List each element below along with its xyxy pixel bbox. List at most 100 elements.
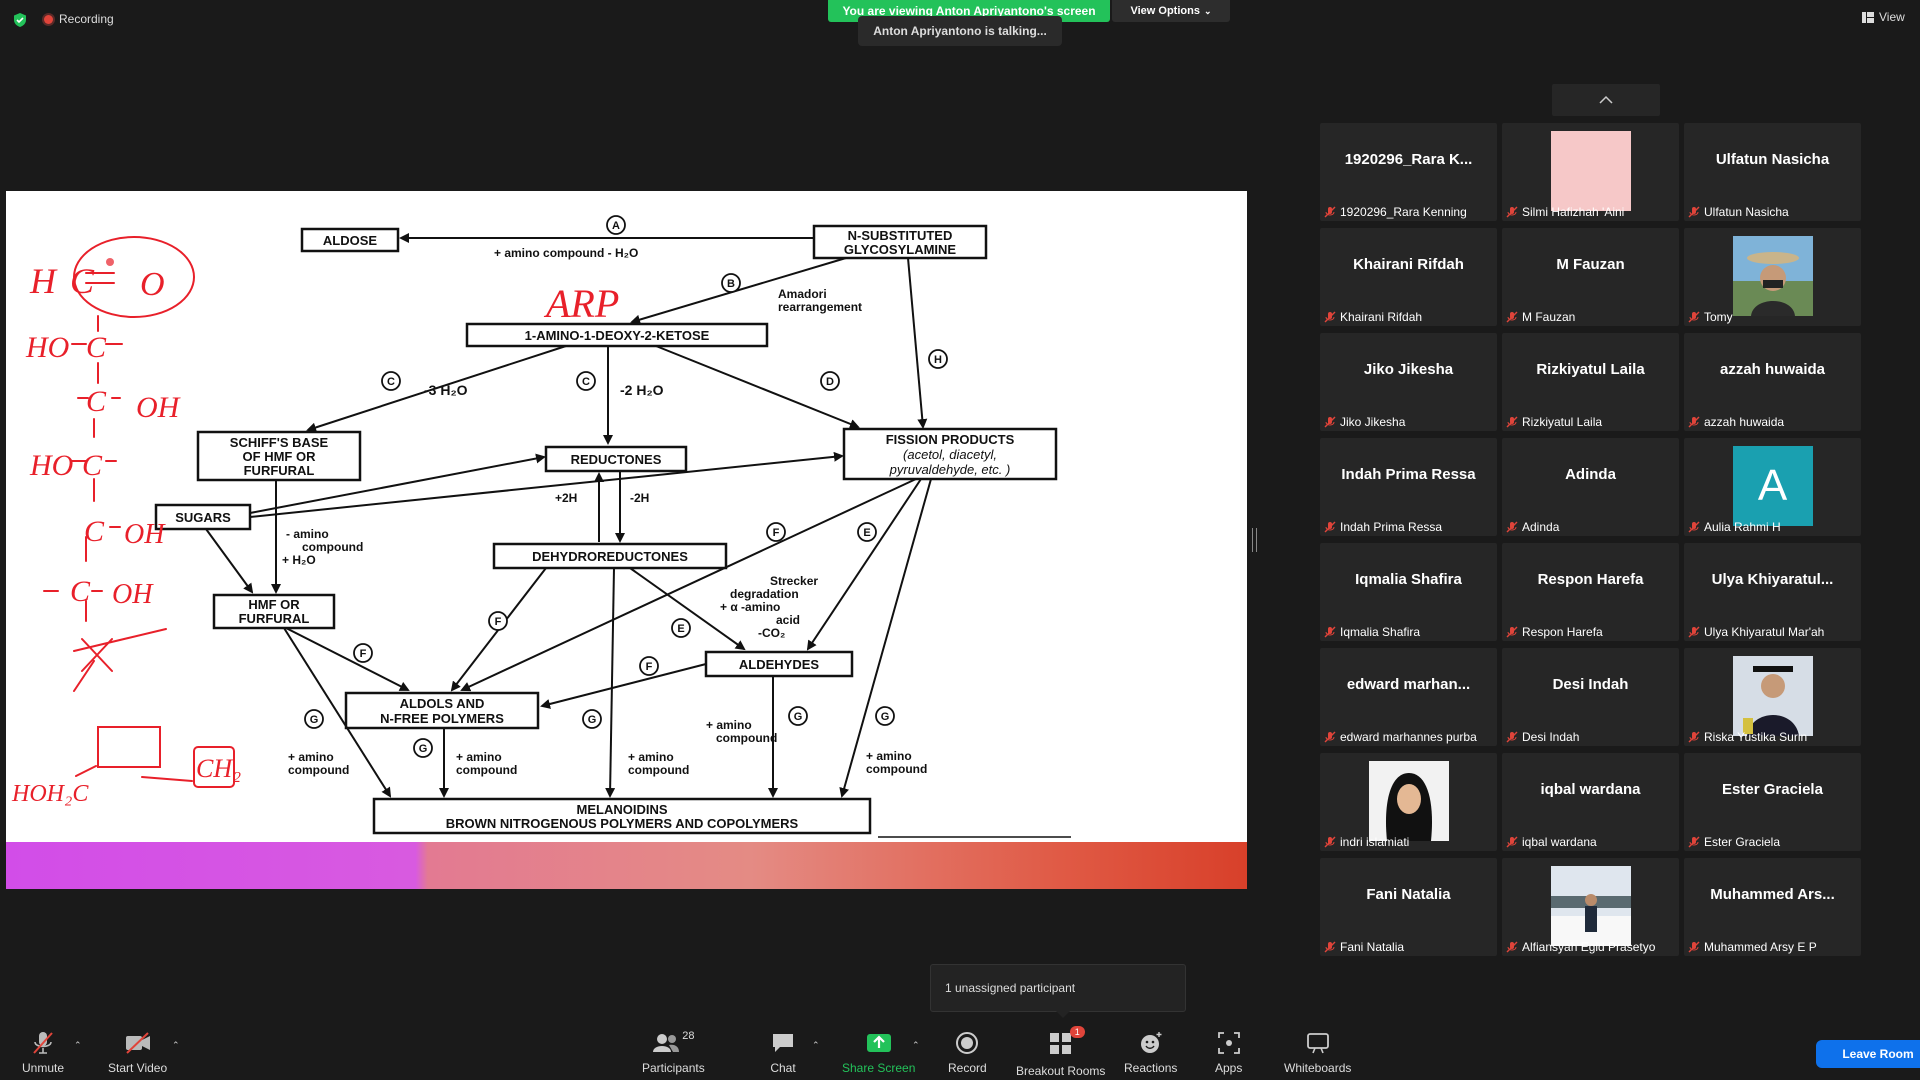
audio-options-caret-icon[interactable]: ⌃ — [74, 1040, 82, 1050]
participant-tile[interactable]: Ulya Khiyaratul...Ulya Khiyaratul Mar'ah — [1684, 543, 1861, 641]
whiteboard-icon — [1306, 1033, 1329, 1054]
participant-display-name: M Fauzan — [1556, 256, 1625, 273]
recording-indicator[interactable]: Recording — [44, 12, 114, 26]
participant-name-label: Ulya Khiyaratul Mar'ah — [1688, 625, 1824, 639]
record-button[interactable]: Record — [948, 1030, 987, 1075]
handwritten-annotations — [43, 236, 235, 788]
microphone-muted-icon — [1688, 416, 1700, 428]
arrow — [249, 451, 844, 518]
leave-room-button[interactable]: Leave Room — [1816, 1040, 1920, 1068]
edge-label: -CO₂ — [758, 626, 785, 640]
participant-display-name: Indah Prima Ressa — [1341, 466, 1476, 483]
chat-options-caret-icon[interactable]: ⌃ — [812, 1040, 820, 1050]
arrow — [540, 663, 707, 709]
security-shield-icon[interactable] — [12, 12, 28, 28]
gallery-scroll-up-button[interactable] — [1552, 84, 1660, 116]
participant-name: iqbal wardana — [1522, 835, 1597, 849]
node-schiffs-base-3: FURFURAL — [244, 463, 315, 478]
participant-tile[interactable]: 1920296_Rara K...1920296_Rara Kenning — [1320, 123, 1497, 221]
participant-display-name: Fani Natalia — [1366, 886, 1451, 903]
participant-tile[interactable]: Muhammed Ars...Muhammed Arsy E P — [1684, 858, 1861, 956]
microphone-muted-icon — [1324, 836, 1336, 848]
participant-name: edward marhannes purba — [1340, 730, 1477, 744]
video-options-caret-icon[interactable]: ⌃ — [172, 1040, 180, 1050]
label-c: C — [387, 376, 395, 388]
participant-name: Indah Prima Ressa — [1340, 520, 1443, 534]
arrow — [629, 567, 746, 651]
record-icon — [956, 1032, 979, 1054]
view-options-button[interactable]: View Options ⌄ — [1112, 0, 1230, 22]
participant-avatar: A — [1732, 446, 1813, 526]
chat-label: Chat — [770, 1061, 796, 1075]
label-a: A — [612, 220, 620, 232]
participant-tile[interactable]: Riska Yustika Surin — [1684, 648, 1861, 746]
participant-tile[interactable]: edward marhan...edward marhannes purba — [1320, 648, 1497, 746]
participant-tile[interactable]: Alfiansyah Egid Prasetyo — [1502, 858, 1679, 956]
node-fission-products-3: pyruvaldehyde, etc. ) — [889, 462, 1011, 477]
apps-icon — [1217, 1032, 1240, 1054]
chevron-up-icon — [1599, 95, 1613, 104]
participant-tile[interactable]: Silmi Hafizhah 'Aini — [1502, 123, 1679, 221]
edge-label: -2 H₂O — [620, 382, 664, 398]
node-n-substituted: N-SUBSTITUTED — [848, 228, 953, 243]
edge-label: -3 H₂O — [424, 382, 468, 398]
start-video-button[interactable]: Start Video — [108, 1030, 167, 1075]
participant-name-label: Alfiansyah Egid Prasetyo — [1506, 940, 1655, 954]
node-box — [196, 430, 362, 482]
label-f: F — [360, 648, 367, 660]
arrow — [605, 567, 616, 798]
participant-name-label: Muhammed Arsy E P — [1688, 940, 1817, 954]
handwritten-c: C — [86, 385, 107, 418]
arrow — [249, 453, 546, 514]
participant-tile[interactable]: Tomy — [1684, 228, 1861, 326]
microphone-muted-icon — [1506, 626, 1518, 638]
unassigned-participant-tooltip[interactable]: 1 unassigned participant — [930, 964, 1186, 1018]
share-options-caret-icon[interactable]: ⌃ — [912, 1040, 920, 1050]
handwritten-ho: HO — [25, 331, 69, 364]
microphone-muted-icon — [1688, 521, 1700, 533]
label-d: D — [826, 376, 834, 388]
resize-handle[interactable] — [1252, 528, 1257, 552]
record-label: Record — [948, 1061, 987, 1075]
unmute-button[interactable]: Unmute — [22, 1030, 64, 1075]
share-screen-button[interactable]: Share Screen — [842, 1030, 915, 1075]
breakout-rooms-button[interactable]: 1 Breakout Rooms — [1016, 1026, 1105, 1078]
participants-icon — [653, 1034, 680, 1052]
apps-button[interactable]: Apps — [1215, 1030, 1242, 1075]
node-amino-ketose: 1-AMINO-1-DEOXY-2-KETOSE — [525, 328, 710, 343]
participant-tile[interactable]: indri islamiati — [1320, 753, 1497, 851]
handwritten-oh: OH — [136, 391, 182, 424]
participant-name: Fani Natalia — [1340, 940, 1405, 954]
reactions-button[interactable]: Reactions — [1124, 1030, 1177, 1075]
shared-screen[interactable]: ALDOSE N-SUBSTITUTED GLYCOSYLAMINE 1-AMI… — [6, 191, 1247, 842]
handwritten-arp: ARP — [543, 281, 619, 326]
participant-video — [1550, 866, 1631, 946]
label-b: B — [727, 278, 735, 290]
chat-button[interactable]: Chat — [770, 1030, 796, 1075]
node-fission-products: FISSION PRODUCTS — [886, 432, 1015, 447]
participant-name-label: Iqmalia Shafira — [1324, 625, 1420, 639]
edge-label: - amino — [286, 527, 329, 541]
participants-button[interactable]: 28 Participants — [642, 1030, 705, 1075]
whiteboards-button[interactable]: Whiteboards — [1284, 1030, 1351, 1075]
participant-display-name: Rizkiyatul Laila — [1536, 361, 1645, 378]
participant-name-label: Jiko Jikesha — [1324, 415, 1405, 429]
view-button[interactable]: View — [1862, 10, 1905, 24]
participant-display-name: Ester Graciela — [1722, 781, 1823, 798]
label-e: E — [863, 527, 870, 539]
